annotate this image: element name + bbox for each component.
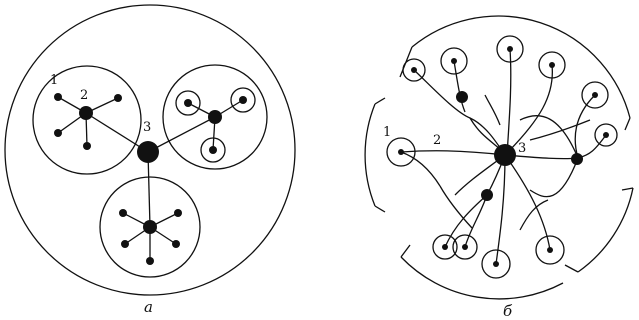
cluster-node-right	[208, 110, 222, 124]
process	[454, 61, 465, 112]
leaf-node	[184, 99, 192, 107]
process	[520, 116, 578, 158]
caption-b: б	[503, 302, 513, 320]
leaf-node	[54, 129, 62, 137]
leaf-node	[209, 146, 217, 154]
leaf-node	[114, 94, 122, 102]
leaf-node	[239, 96, 247, 104]
leaf-node	[121, 240, 129, 248]
gap-tick	[622, 188, 633, 190]
process	[401, 151, 505, 155]
terminal-node	[398, 149, 404, 155]
label-2-a: 2	[80, 88, 88, 103]
leaf-node	[119, 209, 127, 217]
gap-tick	[401, 245, 410, 257]
process	[465, 195, 487, 247]
leaf-node	[146, 257, 154, 265]
leaf-node	[174, 209, 182, 217]
cluster-node-bottom	[143, 220, 157, 234]
leaf-node	[54, 93, 62, 101]
terminal-node	[547, 247, 553, 253]
terminal-node	[507, 46, 513, 52]
process	[505, 65, 552, 155]
terminal-node	[411, 67, 417, 73]
caption-a: а	[144, 298, 153, 316]
hub-node-a	[137, 141, 159, 163]
edge-center-bottom	[148, 152, 150, 227]
outer-arc-right	[578, 188, 633, 272]
label-1-b: 1	[383, 125, 391, 140]
process	[485, 95, 500, 125]
terminal-node	[603, 132, 609, 138]
relay-node	[481, 189, 493, 201]
label-3-a: 3	[143, 120, 151, 135]
label-3-b: 3	[518, 141, 526, 156]
terminal-node	[549, 62, 555, 68]
leaf-node	[172, 240, 180, 248]
terminal-node	[442, 244, 448, 250]
leaf-node	[83, 142, 91, 150]
terminal-node	[493, 261, 499, 267]
gap-tick	[565, 265, 578, 272]
outer-arc-top	[412, 16, 630, 118]
panel-b-nodes	[398, 46, 609, 267]
process	[445, 155, 505, 247]
gap-tick	[375, 98, 385, 104]
gap-tick	[375, 206, 385, 212]
cluster-node-left	[79, 106, 93, 120]
relay-node	[456, 91, 468, 103]
terminal-node	[592, 92, 598, 98]
process	[530, 120, 590, 140]
process	[507, 49, 511, 155]
edge-center-right	[148, 117, 215, 152]
process	[440, 186, 472, 228]
gap-tick	[625, 118, 630, 130]
hub-node-b	[494, 144, 516, 166]
label-1-a: 1	[50, 73, 58, 88]
process	[575, 95, 595, 158]
process	[496, 155, 505, 264]
outer-arc-left	[365, 104, 375, 206]
process	[401, 152, 440, 186]
relay-node	[571, 153, 583, 165]
label-2-b: 2	[433, 133, 441, 148]
terminal-node	[462, 244, 468, 250]
process	[530, 158, 578, 197]
terminal-node	[451, 58, 457, 64]
